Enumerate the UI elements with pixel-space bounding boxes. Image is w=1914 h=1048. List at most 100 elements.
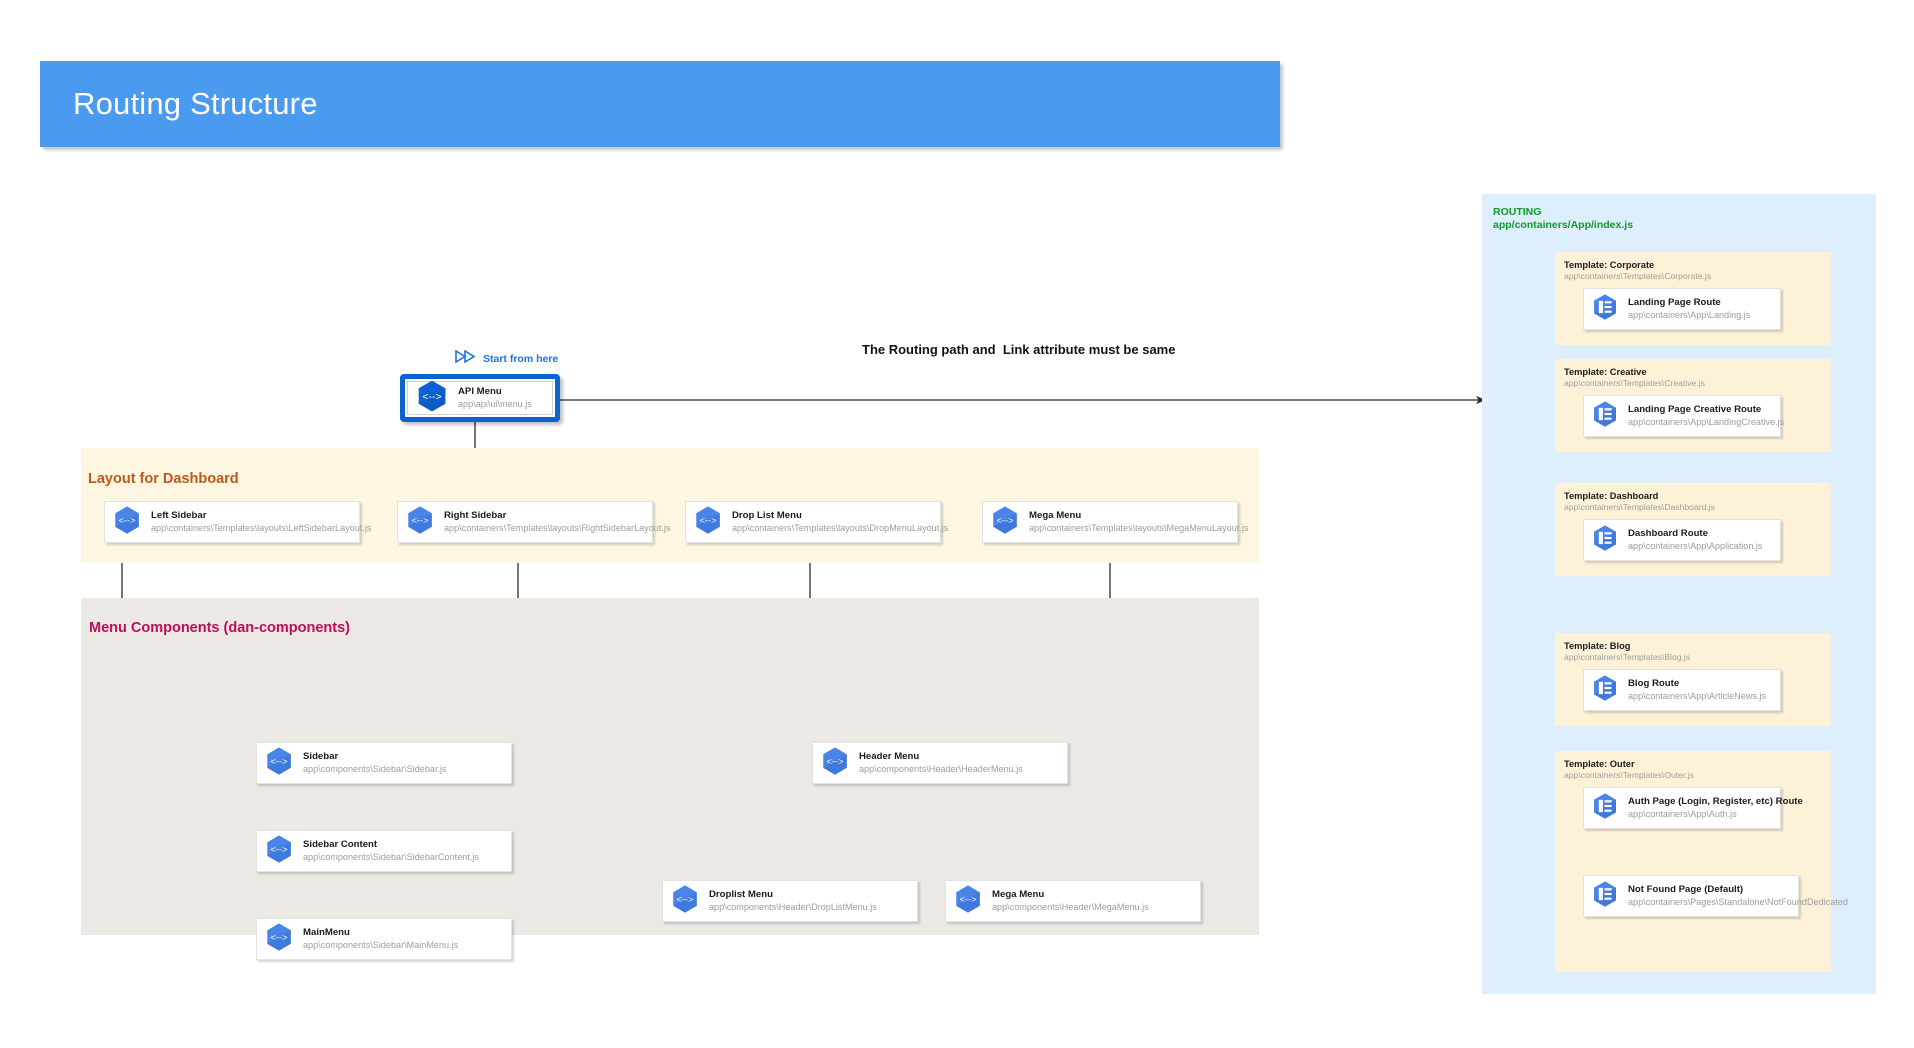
code-hexagon-icon: <--> <box>405 505 435 540</box>
list-hexagon-icon <box>1591 524 1619 557</box>
svg-text:<-->: <--> <box>997 515 1014 525</box>
node-left-sidebar[interactable]: <--> Left Sidebar app\containers\Templat… <box>104 501 371 543</box>
template-name: Template: Blog <box>1564 641 1631 651</box>
template-name: Template: Corporate <box>1564 260 1655 270</box>
template-name: Template: Outer <box>1564 759 1635 769</box>
template-box-creative: Template: Creative app\containers\Templa… <box>1555 359 1831 452</box>
node-title: Landing Page Creative Route <box>1628 404 1762 415</box>
routing-panel-title: ROUTING app/containers/App/index.js <box>1493 206 1634 231</box>
node-path: app\containers\Templates\layouts\LeftSid… <box>151 523 372 533</box>
node-droplist-menu[interactable]: <--> Droplist Menu app\components\Header… <box>662 880 918 922</box>
svg-text:<-->: <--> <box>422 391 441 403</box>
node-path: app\api\ui\menu.js <box>458 399 532 409</box>
node-auth-page-route[interactable]: Auth Page (Login, Register, etc) Route a… <box>1583 787 1803 829</box>
code-hexagon-icon: <--> <box>670 884 700 919</box>
code-hexagon-icon: <--> <box>990 505 1020 540</box>
node-title: Dashboard Route <box>1628 528 1708 539</box>
node-path: app\components\Sidebar\SidebarContent.js <box>303 852 479 862</box>
node-api-menu[interactable]: <--> API Menu app\api\ui\menu.js <box>400 374 560 422</box>
template-box-dashboard: Template: Dashboard app\containers\Templ… <box>1555 483 1831 576</box>
node-path: app\components\Header\MegaMenu.js <box>992 902 1149 912</box>
node-path: app\components\Sidebar\MainMenu.js <box>303 940 459 950</box>
node-title: API Menu <box>458 386 502 397</box>
code-hexagon-icon: <--> <box>953 884 983 919</box>
node-header-menu[interactable]: <--> Header Menu app\components\Header\H… <box>812 742 1068 784</box>
node-landing-page-route[interactable]: Landing Page Route app\containers\App\La… <box>1583 288 1781 330</box>
template-box-corporate: Template: Corporate app\containers\Templ… <box>1555 252 1831 345</box>
template-path: app\containers\Templates\Corporate.js <box>1564 271 1712 281</box>
node-path: app\components\Header\HeaderMenu.js <box>859 764 1023 774</box>
node-mainmenu[interactable]: <--> MainMenu app\components\Sidebar\Mai… <box>256 918 512 960</box>
template-path: app\containers\Templates\Dashboard.js <box>1564 502 1715 512</box>
node-title: Not Found Page (Default) <box>1628 884 1744 895</box>
node-title: Left Sidebar <box>151 510 207 521</box>
template-path: app\containers\Templates\Blog.js <box>1564 652 1691 662</box>
node-right-sidebar[interactable]: <--> Right Sidebar app\containers\Templa… <box>397 501 670 543</box>
code-hexagon-icon: <--> <box>112 505 142 540</box>
svg-text:<-->: <--> <box>271 932 288 942</box>
node-title: Blog Route <box>1628 678 1680 689</box>
code-hexagon-icon: <--> <box>415 379 449 418</box>
svg-text:<-->: <--> <box>119 515 136 525</box>
svg-text:<-->: <--> <box>677 894 694 904</box>
node-path: app\components\Header\DropListMenu.js <box>709 902 877 912</box>
node-landing-page-creative-route[interactable]: Landing Page Creative Route app\containe… <box>1583 395 1785 437</box>
node-drop-list-menu[interactable]: <--> Drop List Menu app\containers\Templ… <box>685 501 948 543</box>
node-path: app\components\Sidebar\Sidebar.js <box>303 764 447 774</box>
code-hexagon-icon: <--> <box>693 505 723 540</box>
svg-text:<-->: <--> <box>271 844 288 854</box>
node-path: app\containers\App\LandingCreative.js <box>1628 417 1785 427</box>
node-path: app\containers\Templates\layouts\RightSi… <box>444 523 671 533</box>
code-hexagon-icon: <--> <box>264 746 294 781</box>
node-title: MainMenu <box>303 927 350 938</box>
node-title: Sidebar <box>303 751 339 762</box>
code-hexagon-icon: <--> <box>820 746 850 781</box>
start-from-here-annotation: Start from here <box>455 349 559 368</box>
node-path: app\containers\Templates\layouts\MegaMen… <box>1029 523 1249 533</box>
svg-text:<-->: <--> <box>412 515 429 525</box>
node-blog-route[interactable]: Blog Route app\containers\App\ArticleNew… <box>1583 669 1781 711</box>
double-triangle-play-icon <box>455 349 477 368</box>
page-title-banner: Routing Structure <box>40 61 1280 147</box>
node-title: Drop List Menu <box>732 510 802 521</box>
node-title: Sidebar Content <box>303 839 378 850</box>
svg-text:<-->: <--> <box>827 756 844 766</box>
node-path: app\containers\Templates\layouts\DropMen… <box>732 523 949 533</box>
node-not-found-page[interactable]: Not Found Page (Default) app\containers\… <box>1583 875 1848 917</box>
svg-text:<-->: <--> <box>271 756 288 766</box>
svg-text:<-->: <--> <box>700 515 717 525</box>
list-hexagon-icon <box>1591 674 1619 707</box>
node-sidebar-content[interactable]: <--> Sidebar Content app\components\Side… <box>256 830 512 872</box>
layout-group-label: Layout for Dashboard <box>88 471 239 487</box>
node-mega-menu-component[interactable]: <--> Mega Menu app\components\Header\Meg… <box>945 880 1201 922</box>
node-sidebar[interactable]: <--> Sidebar app\components\Sidebar\Side… <box>256 742 512 784</box>
components-group-label: Menu Components (dan-components) <box>89 620 350 636</box>
template-box-outer: Template: Outer app\containers\Templates… <box>1555 751 1848 972</box>
node-title: Landing Page Route <box>1628 297 1721 308</box>
routing-panel: ROUTING app/containers/App/index.js Temp… <box>1482 194 1876 994</box>
template-name: Template: Creative <box>1564 367 1647 377</box>
page-title: Routing Structure <box>73 86 318 121</box>
node-dashboard-route[interactable]: Dashboard Route app\containers\App\Appli… <box>1583 519 1781 561</box>
template-box-blog: Template: Blog app\containers\Templates\… <box>1555 633 1831 726</box>
node-title: Auth Page (Login, Register, etc) Route <box>1628 796 1803 807</box>
code-hexagon-icon: <--> <box>264 834 294 869</box>
node-path: app\containers\Pages\Standalone\NotFound… <box>1628 897 1848 907</box>
node-path: app\containers\App\Application.js <box>1628 541 1763 551</box>
template-path: app\containers\Templates\Outer.js <box>1564 770 1694 780</box>
node-mega-menu-layout[interactable]: <--> Mega Menu app\containers\Templates\… <box>982 501 1248 543</box>
node-title: Header Menu <box>859 751 920 762</box>
list-hexagon-icon <box>1591 792 1619 825</box>
node-title: Droplist Menu <box>709 889 773 900</box>
list-hexagon-icon <box>1591 880 1619 913</box>
routing-note-text: The Routing path and Link attribute must… <box>862 342 1176 357</box>
svg-text:<-->: <--> <box>960 894 977 904</box>
node-title: Mega Menu <box>992 889 1045 900</box>
node-path: app\containers\App\Auth.js <box>1628 809 1737 819</box>
template-path: app\containers\Templates\Creative.js <box>1564 378 1705 388</box>
template-name: Template: Dashboard <box>1564 491 1659 501</box>
code-hexagon-icon: <--> <box>264 922 294 957</box>
node-path: app\containers\App\Landing.js <box>1628 310 1751 320</box>
start-from-here-label: Start from here <box>483 353 559 365</box>
